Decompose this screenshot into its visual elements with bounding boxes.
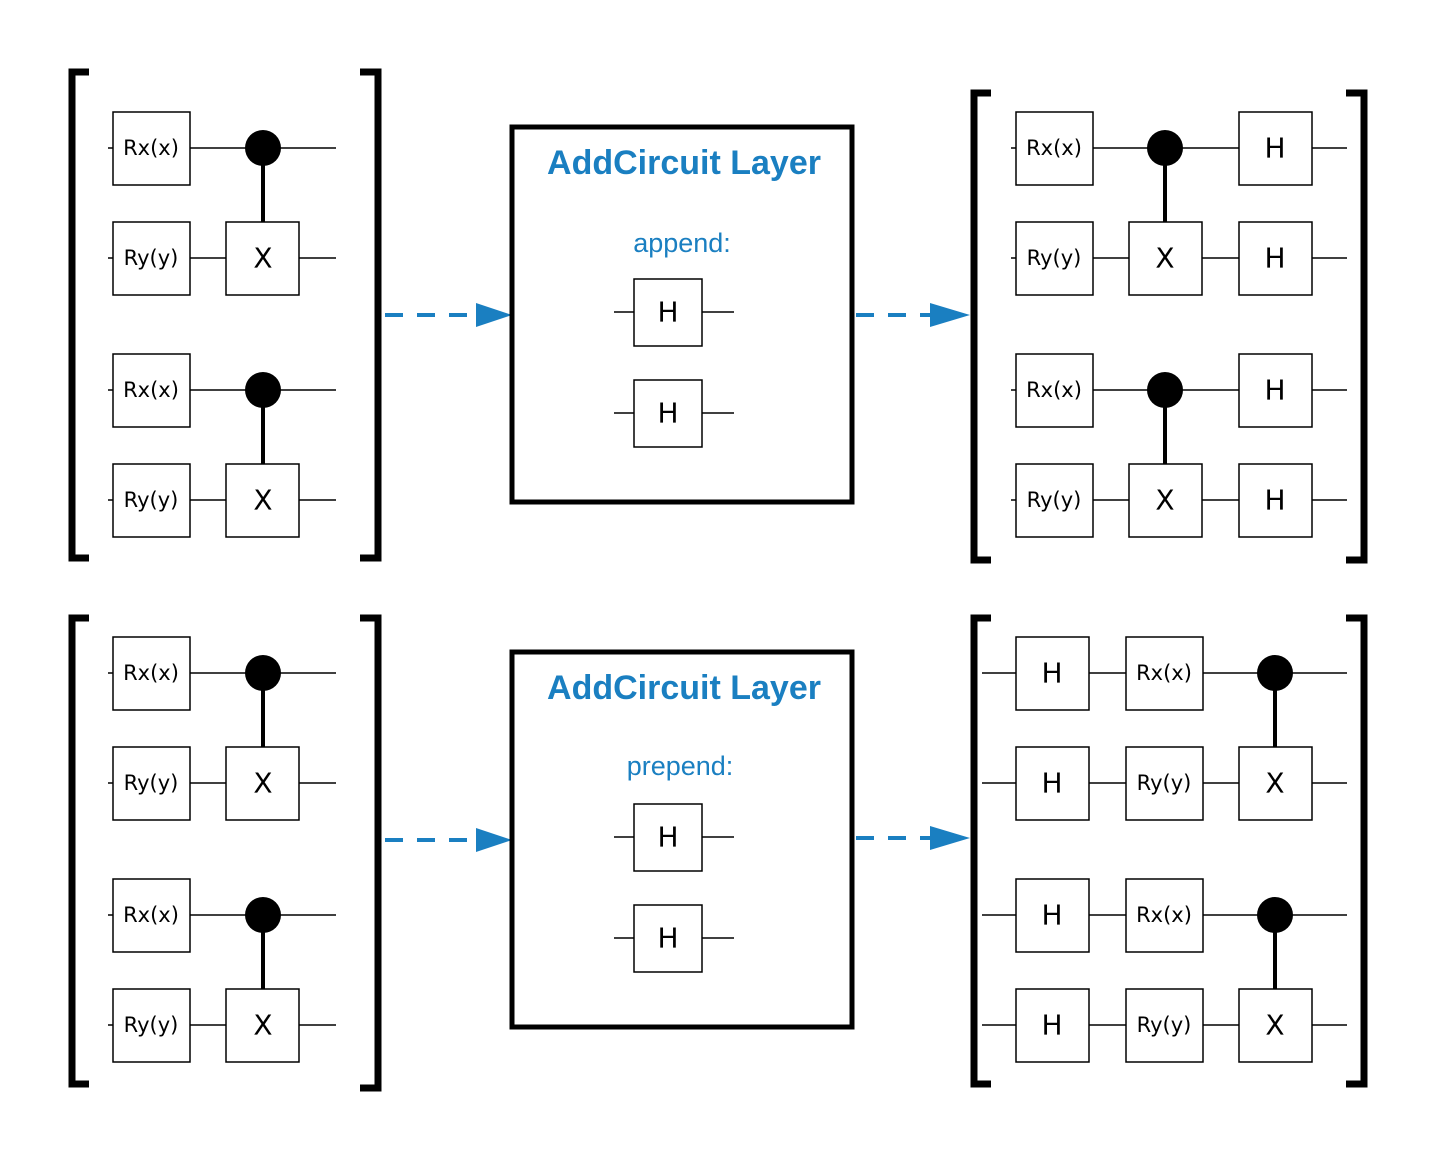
left-bracket <box>68 614 89 1088</box>
layer-title: AddCircuit Layer <box>547 669 821 707</box>
gate-rx-label: Rx(x) <box>1136 661 1192 685</box>
layer-mode: append: <box>633 228 731 258</box>
gate-ry-label: Ry(y) <box>124 771 179 795</box>
gate-h-label: H <box>1041 899 1062 932</box>
layer-title: AddCircuit Layer <box>547 144 821 182</box>
gate-h-label: H <box>657 821 678 854</box>
arrow-in-head <box>476 303 512 327</box>
gate-h-label: H <box>1264 484 1285 517</box>
gate-rx-label: Rx(x) <box>1136 903 1192 927</box>
gate-x-label: X <box>1265 1009 1284 1042</box>
gate-x-label: X <box>253 484 272 517</box>
input-circuit <box>106 110 338 539</box>
gate-x-label: X <box>1155 242 1174 275</box>
left-bracket <box>68 68 89 562</box>
gate-x-label: X <box>253 242 272 275</box>
gate-h-label: H <box>657 397 678 430</box>
gate-ry-label: Ry(y) <box>1137 1013 1192 1037</box>
arrow-out-head <box>930 826 970 850</box>
gate-h-label: H <box>1041 657 1062 690</box>
input-circuit <box>106 635 338 1064</box>
left-bracket <box>970 89 991 564</box>
right-bracket <box>360 68 382 562</box>
arrow-in-head <box>476 828 512 852</box>
gate-h-label: H <box>1264 374 1285 407</box>
gate-ry-label: Ry(y) <box>1137 771 1192 795</box>
output-circuit <box>982 636 1347 1063</box>
layer-box <box>512 652 852 1027</box>
gate-x-label: X <box>1265 767 1284 800</box>
gate-x-label: X <box>253 767 272 800</box>
arrow-out-head <box>930 303 970 327</box>
gate-h-label: H <box>1041 1009 1062 1042</box>
gate-h-label: H <box>1041 767 1062 800</box>
row-append: Rx(x) Ry(y) X Rx(x) Ry(y) X AddCircuit L… <box>68 68 1368 564</box>
gate-ry-label: Ry(y) <box>1027 246 1082 270</box>
output-circuit <box>1011 111 1347 538</box>
row-prepend: Rx(x) Ry(y) X Rx(x) Ry(y) X AddCircuit L… <box>68 614 1368 1092</box>
gate-ry-label: Ry(y) <box>1027 488 1082 512</box>
gate-rx-label: Rx(x) <box>123 903 179 927</box>
right-bracket <box>360 614 382 1092</box>
gate-ry-label: Ry(y) <box>124 246 179 270</box>
gate-ry-label: Ry(y) <box>124 1013 179 1037</box>
gate-rx-label: Rx(x) <box>123 136 179 160</box>
right-bracket <box>1346 89 1368 564</box>
gate-ry-label: Ry(y) <box>124 488 179 512</box>
gate-rx-label: Rx(x) <box>1026 378 1082 402</box>
layer-box <box>512 127 852 502</box>
gate-h-label: H <box>1264 132 1285 165</box>
gate-x-label: X <box>253 1009 272 1042</box>
gate-h-label: H <box>657 296 678 329</box>
gate-rx-label: Rx(x) <box>123 661 179 685</box>
right-bracket <box>1346 614 1368 1088</box>
layer-mode: prepend: <box>627 751 734 781</box>
gate-h-label: H <box>657 922 678 955</box>
gate-x-label: X <box>1155 484 1174 517</box>
gate-rx-label: Rx(x) <box>123 378 179 402</box>
gate-rx-label: Rx(x) <box>1026 136 1082 160</box>
gate-h-label: H <box>1264 242 1285 275</box>
left-bracket <box>970 614 991 1088</box>
